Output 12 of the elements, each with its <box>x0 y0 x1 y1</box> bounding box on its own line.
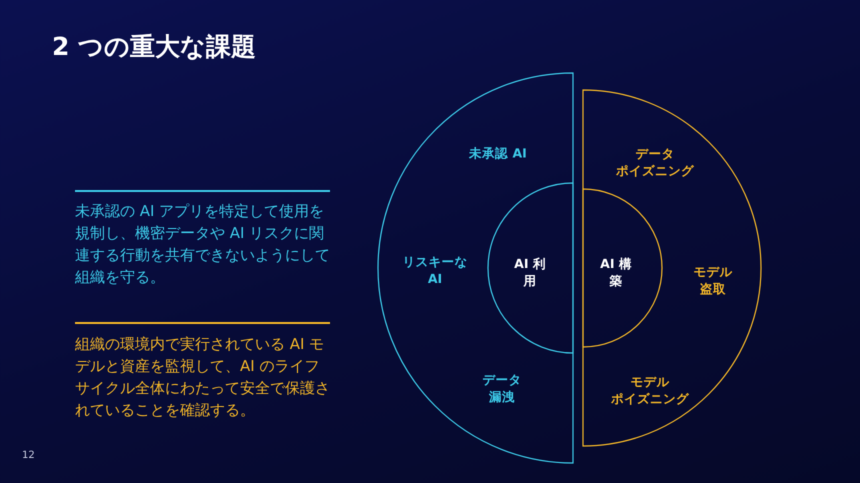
segment-label: モデル盗取 <box>692 263 734 297</box>
description-text: 組織の環境内で実行されている AI モデルと資産を監視して、AI のライフサイクル全体にわたって安全で保護されていることを確認する。 <box>75 334 331 421</box>
segment-label: リスキーな AI <box>402 253 468 287</box>
segment-label: モデルポイズニング <box>610 373 690 407</box>
segment-label: データ漏洩 <box>482 371 522 405</box>
segment-label: AI 利用 <box>513 255 547 289</box>
segment-label: AI 構築 <box>599 255 633 289</box>
page-number: 12 <box>22 450 35 461</box>
slide-title: 2 つの重大な課題 <box>52 31 256 63</box>
segment-label: データポイズニング <box>615 145 695 179</box>
description-text: 未承認の AI アプリを特定して使用を規制し、機密データや AI リスクに関連する行動を共有できないようにして組織を守る。 <box>75 201 331 288</box>
segment-label: 未承認 AI <box>468 144 528 162</box>
